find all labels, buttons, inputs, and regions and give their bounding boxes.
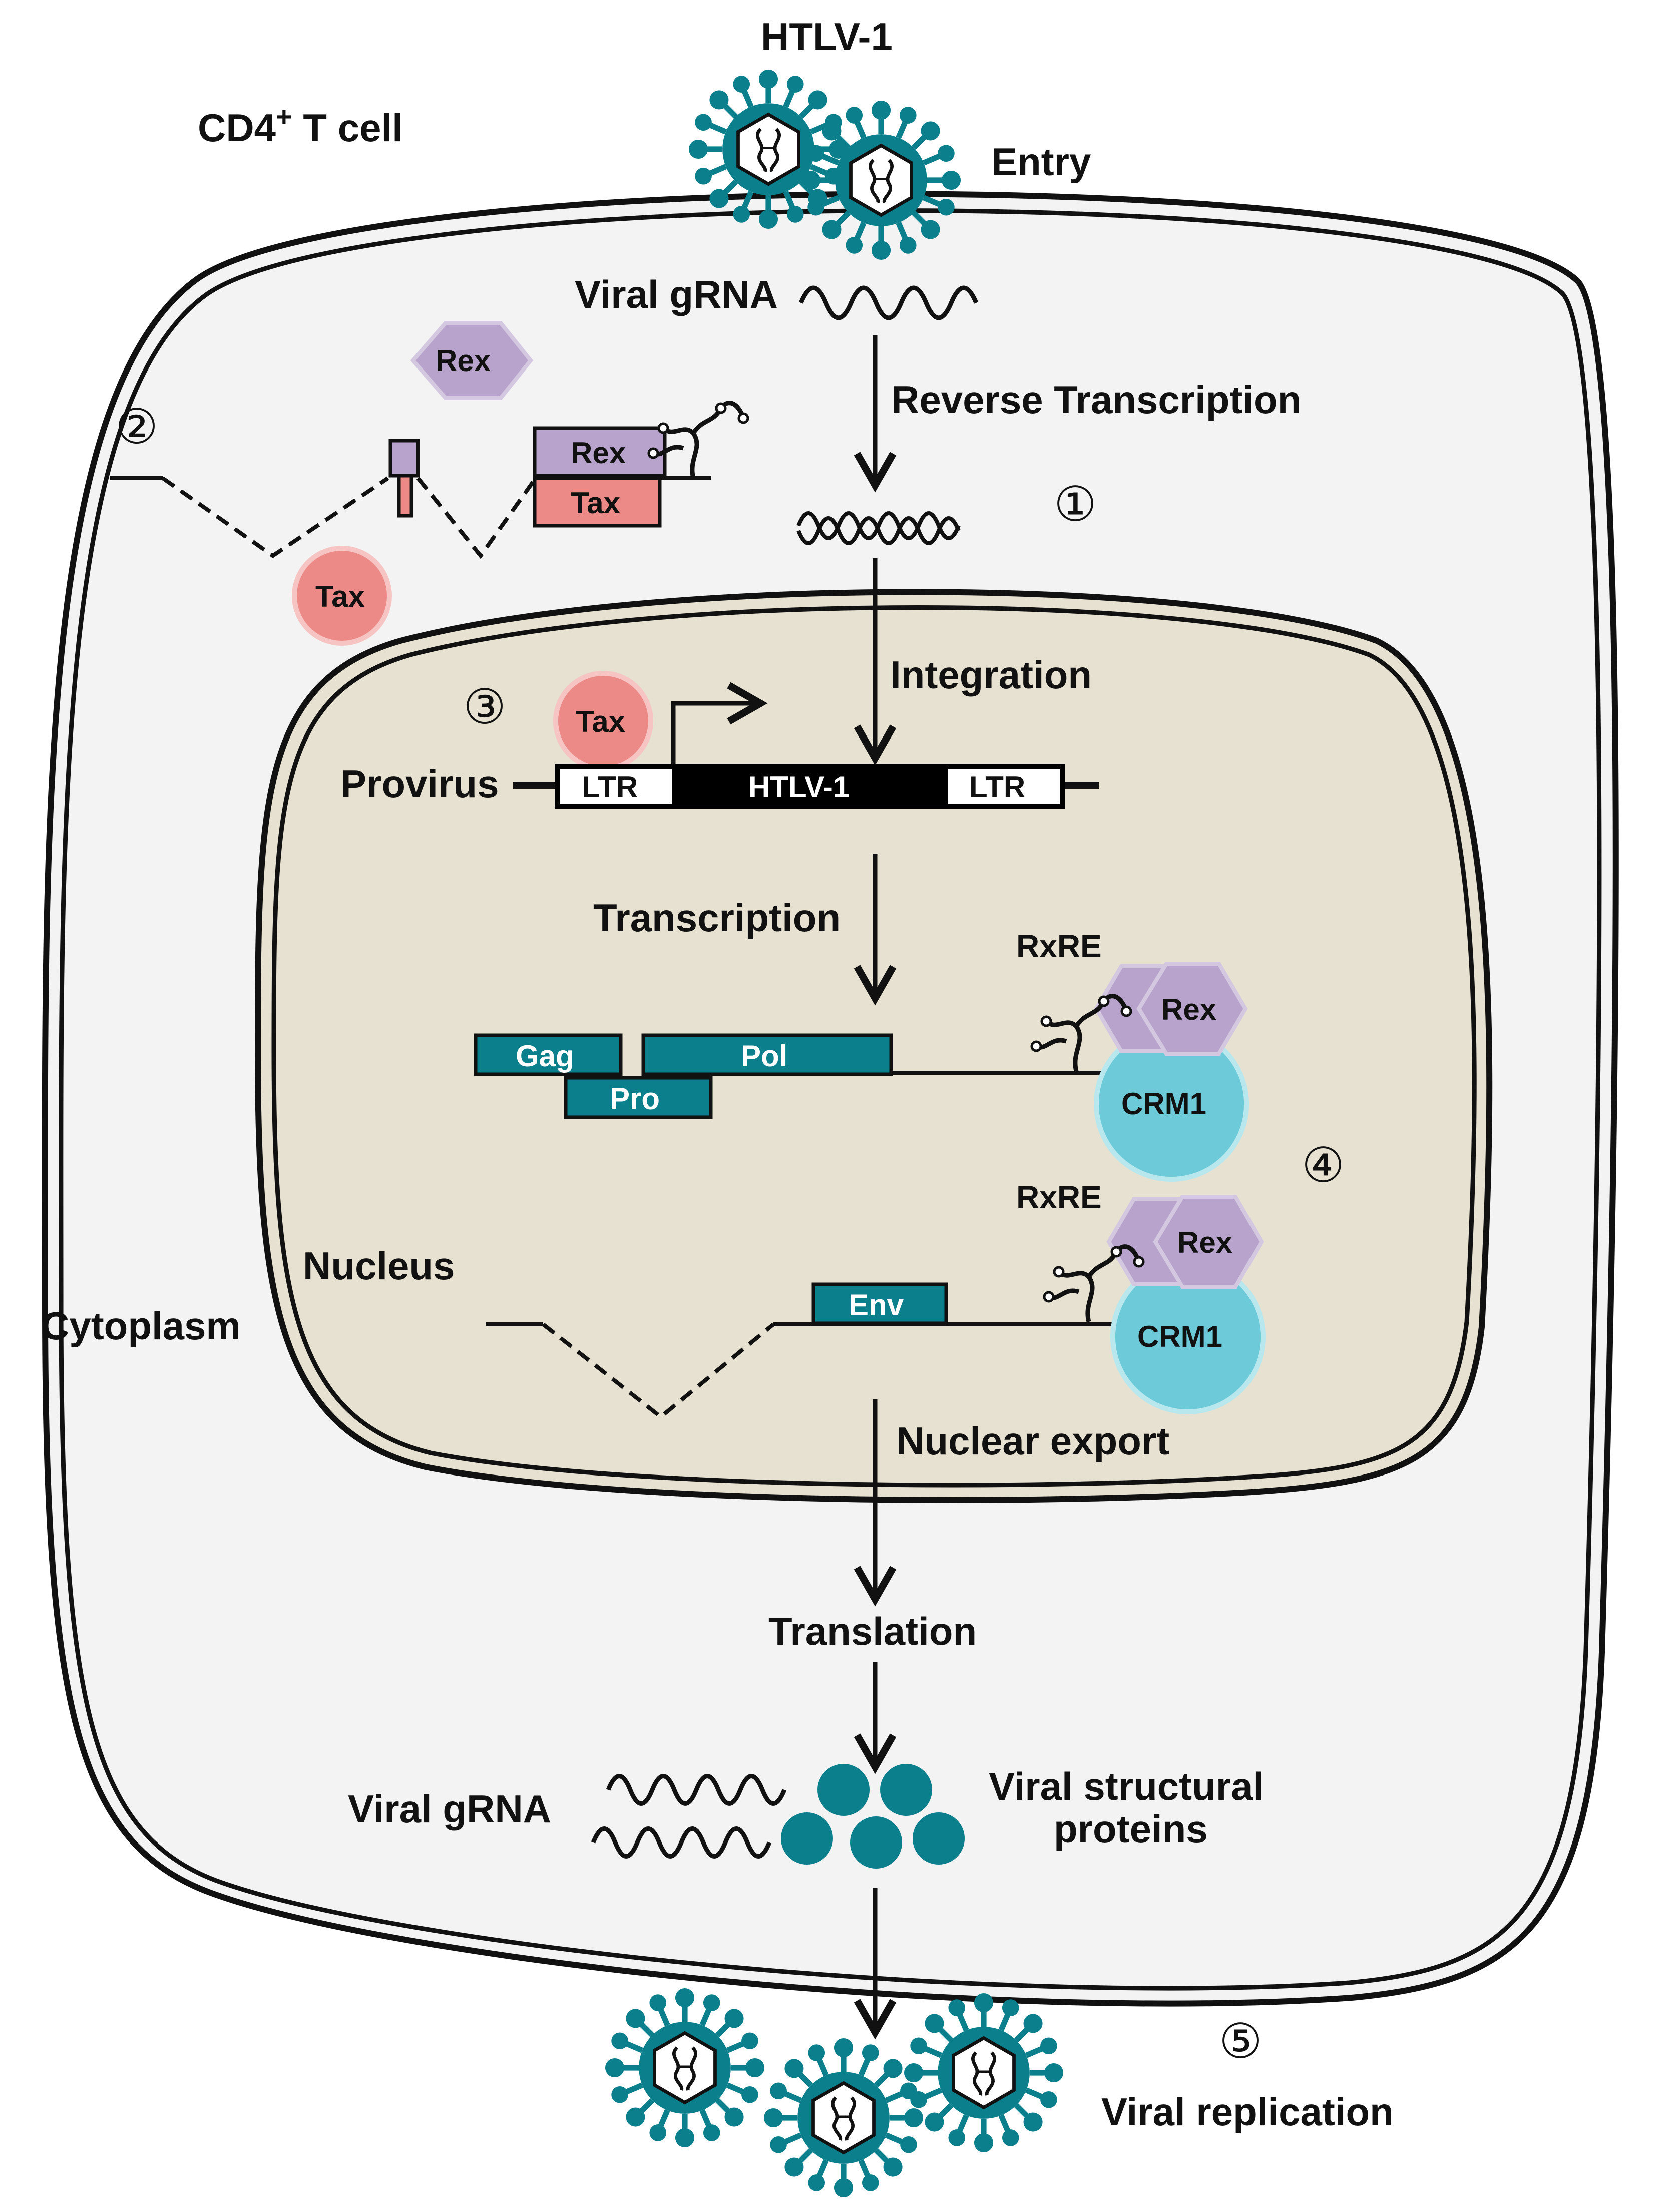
step-5-marker: ⑤ bbox=[1219, 2015, 1262, 2068]
tax-orf-box bbox=[533, 476, 662, 528]
env-orf-label: Env bbox=[849, 1288, 904, 1322]
pro-orf-label: Pro bbox=[610, 1082, 660, 1116]
cytoplasm-label: Cytoplasm bbox=[41, 1304, 241, 1348]
rxre-2-label: RxRE bbox=[1016, 1179, 1102, 1215]
pol-orf-label: Pol bbox=[741, 1039, 787, 1073]
rex-2-label: Rex bbox=[1177, 1226, 1232, 1259]
transcription-label: Transcription bbox=[593, 896, 841, 940]
crm1-2-label: CRM1 bbox=[1137, 1320, 1222, 1353]
tax-protein-free-label: Tax bbox=[315, 580, 365, 613]
translation-label: Translation bbox=[768, 1609, 977, 1653]
crm1-1-label: CRM1 bbox=[1121, 1087, 1206, 1121]
viral-structural-protein-dots bbox=[781, 1764, 965, 1869]
viral-grna-top-wave bbox=[798, 285, 979, 320]
provirus-core-label: HTLV-1 bbox=[748, 770, 850, 804]
reverse-transcription-label: Reverse Transcription bbox=[891, 378, 1301, 422]
rex-protein-free-label: Rex bbox=[436, 344, 491, 378]
progeny-virions bbox=[605, 1988, 1063, 2197]
gag-orf-box bbox=[474, 1033, 623, 1076]
transcription-start-arrow bbox=[671, 682, 768, 771]
step-4-marker: ④ bbox=[1302, 1139, 1345, 1192]
ltr-right-label: LTR bbox=[969, 770, 1025, 804]
entry-label: Entry bbox=[991, 140, 1091, 184]
tax-protein-free bbox=[292, 546, 392, 646]
pol-orf-box bbox=[641, 1033, 893, 1076]
viral-replication-label: Viral replication bbox=[1101, 2090, 1394, 2134]
step-3-marker: ③ bbox=[463, 680, 506, 734]
env-orf-box bbox=[811, 1282, 948, 1325]
provirus-dna bbox=[513, 764, 1099, 809]
rex-2 bbox=[1153, 1195, 1264, 1289]
rex-1-label: Rex bbox=[1161, 993, 1216, 1026]
ltr-left-label: LTR bbox=[582, 770, 638, 804]
dsdna-helix bbox=[796, 511, 961, 545]
cell-label-sup: + bbox=[276, 101, 292, 132]
structural-proteins-line2: proteins bbox=[1054, 1807, 1208, 1851]
rxre-1-label: RxRE bbox=[1016, 928, 1102, 964]
tax-protein-promoter-label: Tax bbox=[576, 705, 625, 739]
cell-label-suffix: T cell bbox=[292, 106, 403, 150]
nucleus-label: Nucleus bbox=[303, 1244, 455, 1288]
provirus-label: Provirus bbox=[340, 762, 499, 806]
cell-label: CD4+ T cell bbox=[198, 101, 403, 150]
virus-title: HTLV-1 bbox=[761, 15, 893, 59]
gag-orf-label: Gag bbox=[516, 1039, 574, 1073]
step-2-marker: ② bbox=[115, 400, 158, 454]
pro-orf-box bbox=[564, 1076, 713, 1119]
viral-grna-bottom-label: Viral gRNA bbox=[348, 1787, 551, 1831]
cell-label-main: CD4 bbox=[198, 106, 276, 150]
rex-orf-label: Rex bbox=[571, 436, 626, 470]
structural-proteins-line1: Viral structural bbox=[989, 1764, 1264, 1808]
tax-orf-label: Tax bbox=[571, 486, 620, 520]
rex-protein-free bbox=[410, 321, 534, 400]
nuclear-export-label: Nuclear export bbox=[896, 1419, 1169, 1463]
viral-grna-bottom-waves bbox=[591, 1774, 787, 1859]
step-1-marker: ① bbox=[1054, 478, 1097, 531]
integration-label: Integration bbox=[890, 653, 1092, 697]
viral-grna-top-label: Viral gRNA bbox=[575, 272, 778, 316]
rex-1 bbox=[1136, 962, 1248, 1056]
